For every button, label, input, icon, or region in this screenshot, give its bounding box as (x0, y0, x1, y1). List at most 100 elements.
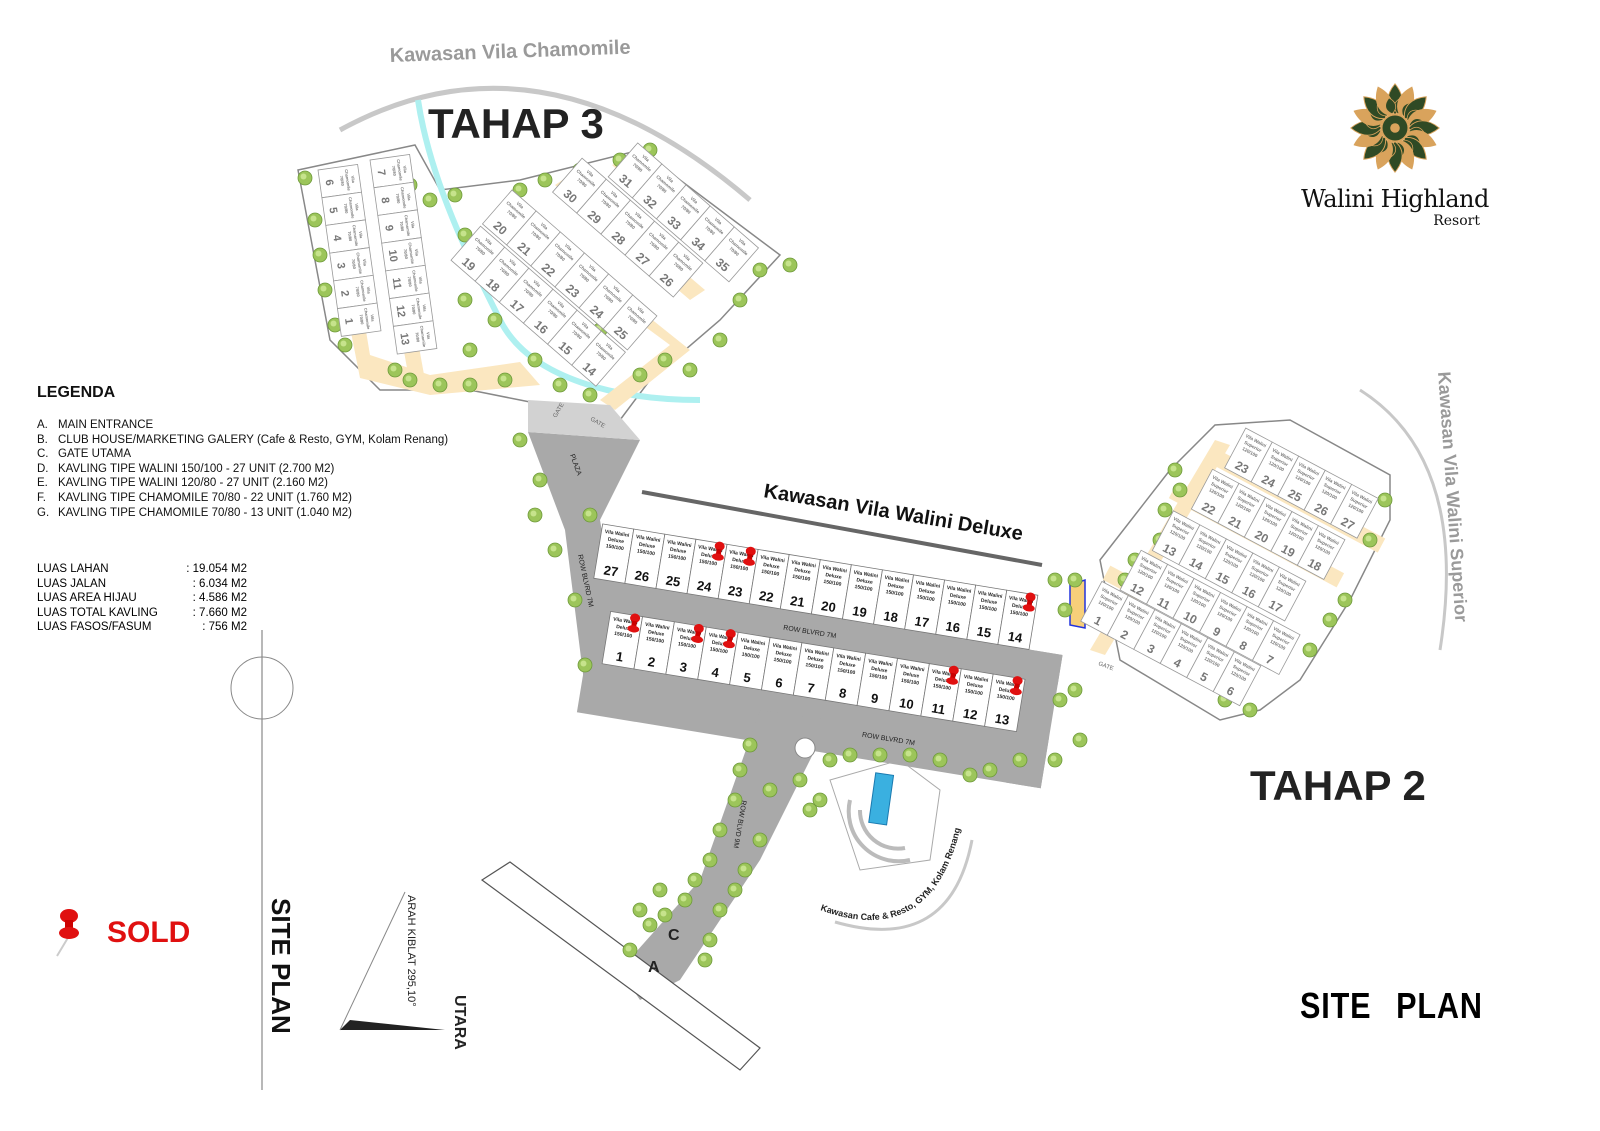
plot-type-label: 70/80 (499, 266, 511, 277)
legend-item: A.MAIN ENTRANCE (37, 418, 448, 433)
tree-icon (632, 367, 648, 383)
tree-icon (682, 362, 698, 378)
tree-icon (1047, 572, 1063, 588)
plot-type-label: 150/100 (854, 584, 873, 593)
plot-type-label: Vila Walini (995, 679, 1021, 689)
main-street (480, 861, 761, 1071)
plot-type-label: 70/80 (414, 332, 420, 343)
legend-label: KAVLING TIPE CHAMOMILE 70/80 - 13 UNIT (… (58, 506, 352, 519)
tree-icon (762, 782, 778, 798)
plot-type-label: Vila Walini (791, 560, 817, 570)
plot-type-label: Vila Walini (676, 627, 702, 637)
plot-type-label: Vila (418, 276, 424, 284)
plot-type-label: 70/80 (673, 261, 685, 272)
plot-type-label: Vila Walini (708, 632, 734, 642)
plot-type-label: Chamomile (363, 308, 371, 331)
tree-icon (527, 352, 543, 368)
chamomile-area-title: Kawasan Vila Chamomile (389, 37, 630, 67)
plot-number: 13 (994, 711, 1011, 728)
legend-item: G.KAVLING TIPE CHAMOMILE 70/80 - 13 UNIT… (37, 506, 448, 521)
plot-number: 26 (1312, 500, 1331, 519)
stat-label: LUAS JALAN (37, 577, 107, 590)
plot-number: 20 (1252, 527, 1271, 546)
plot-number: 26 (634, 567, 651, 584)
swimming-pool (868, 772, 895, 826)
plot-type-label: Vila (508, 258, 518, 267)
plot-number: 12 (394, 304, 408, 318)
plot-type-label: 150/100 (709, 646, 728, 655)
